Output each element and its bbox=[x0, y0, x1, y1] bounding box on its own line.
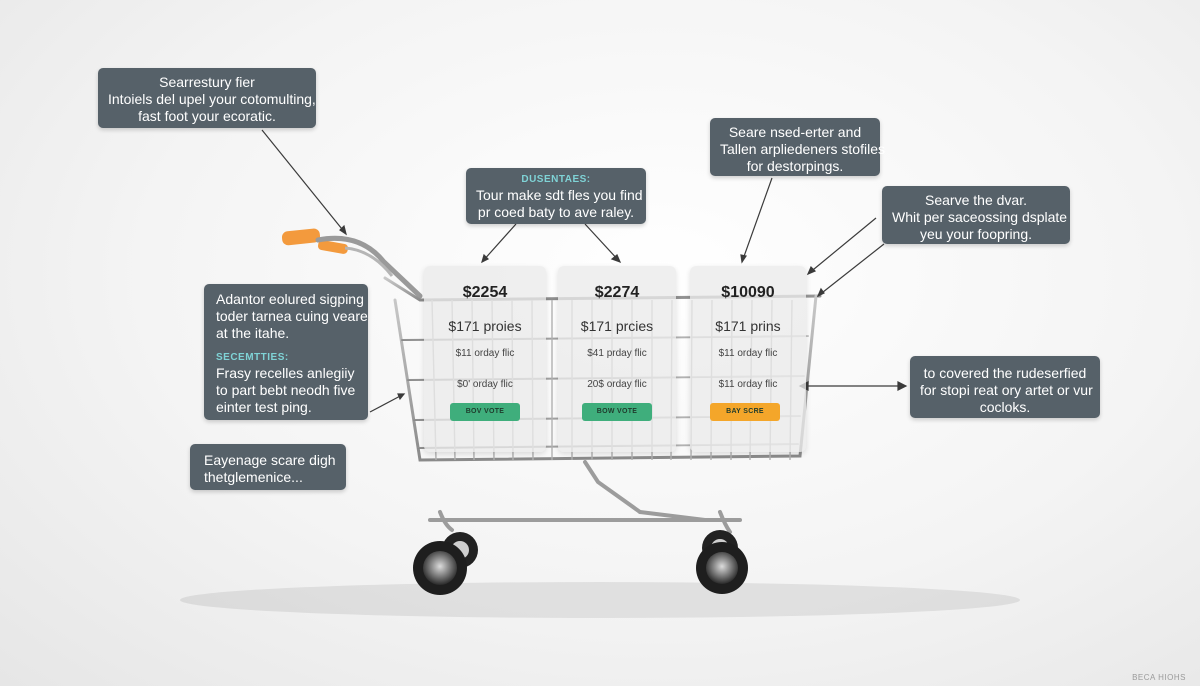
card-price: $2274 bbox=[594, 284, 640, 301]
callout-line: Whit per saceossing dsplate bbox=[892, 209, 1068, 225]
callout-line: for stopi reat ory artet or vur bbox=[920, 382, 1093, 398]
callout-line: at the itahe. bbox=[216, 325, 290, 341]
callout-line: Searrestury fier bbox=[159, 74, 255, 90]
callout-line: Adantor eolured sigping bbox=[216, 291, 364, 307]
callout-line: for destorpings. bbox=[746, 158, 844, 174]
callout-mid-left: Adantor eolured sigping toder tarnea cui… bbox=[204, 284, 368, 420]
callout-bottom-left: Eayenage scare digh thetglemenice... bbox=[190, 444, 346, 490]
callout-top-left: Searrestury fier Intoiels del upel your … bbox=[98, 68, 316, 128]
card-price: $2254 bbox=[462, 284, 508, 301]
callout-line: to part bebt neodh five bbox=[216, 382, 356, 398]
card-button[interactable]: BAY SCRE bbox=[710, 403, 780, 421]
callout-top-right-2: Searve the dvar. Whit per saceossing dsp… bbox=[882, 186, 1070, 244]
callout-subhead: SECEMTTIES: bbox=[216, 352, 289, 363]
card-subprice: $171 proies bbox=[448, 318, 522, 334]
callout-line: Tallen arpliedeners stofiles bbox=[720, 141, 885, 157]
card-button[interactable]: BOW VOTE bbox=[582, 403, 652, 421]
callout-line: Searve the dvar. bbox=[925, 192, 1027, 208]
callout-line: pr coed baty to ave raley. bbox=[477, 204, 635, 220]
callout-top-right-1: Seare nsed-erter and Tallen arpliedeners… bbox=[710, 118, 885, 176]
card-detail: $11 orday flic bbox=[455, 348, 515, 359]
callout-line: Tour make sdt fles you find bbox=[476, 187, 643, 203]
callout-line: fast foot your ecoratic. bbox=[138, 108, 276, 124]
card-button[interactable]: BOV VOTE bbox=[450, 403, 520, 421]
price-card-2: $2274 $171 prcies $41 prday flic 20$ ord… bbox=[558, 266, 676, 452]
card-price: $10090 bbox=[721, 284, 775, 301]
watermark: BECA HIOHS bbox=[1132, 673, 1186, 682]
card-detail: $0' orday flic bbox=[457, 379, 513, 390]
callout-line: to covered the rudeserfied bbox=[923, 365, 1087, 381]
callout-subhead: DUSENTAES: bbox=[521, 174, 591, 185]
callout-line: einter test ping. bbox=[216, 399, 312, 415]
callout-line: cocloks. bbox=[979, 399, 1031, 415]
price-card-3: $10090 $171 prins $11 orday flic $11 ord… bbox=[690, 266, 806, 452]
callout-line: toder tarnea cuing veare bbox=[216, 308, 368, 324]
card-detail: $41 prday flic bbox=[587, 348, 647, 359]
callout-line: yeu your foopring. bbox=[919, 226, 1033, 242]
callout-line: thetglemenice... bbox=[204, 469, 303, 485]
card-subprice: $171 prins bbox=[715, 318, 781, 334]
callout-line: Intoiels del upel your cotomulting, bbox=[108, 91, 316, 107]
cart-handle-grip-icon bbox=[281, 228, 349, 254]
price-card-1: $2254 $171 proies $11 orday flic $0' ord… bbox=[424, 266, 546, 452]
callout-line: Frasy recelles anlegiiy bbox=[216, 365, 355, 381]
card-detail: 20$ orday flic bbox=[587, 379, 647, 390]
callout-top-center: DUSENTAES: Tour make sdt fles you find p… bbox=[466, 168, 646, 224]
card-subprice: $171 prcies bbox=[580, 318, 654, 334]
card-detail: $11 orday flic bbox=[718, 348, 778, 359]
callout-line: Seare nsed-erter and bbox=[728, 124, 862, 140]
callout-mid-right: to covered the rudeserfied for stopi rea… bbox=[910, 356, 1100, 418]
callout-line: Eayenage scare digh bbox=[204, 452, 336, 468]
card-detail: $11 orday flic bbox=[718, 379, 778, 390]
